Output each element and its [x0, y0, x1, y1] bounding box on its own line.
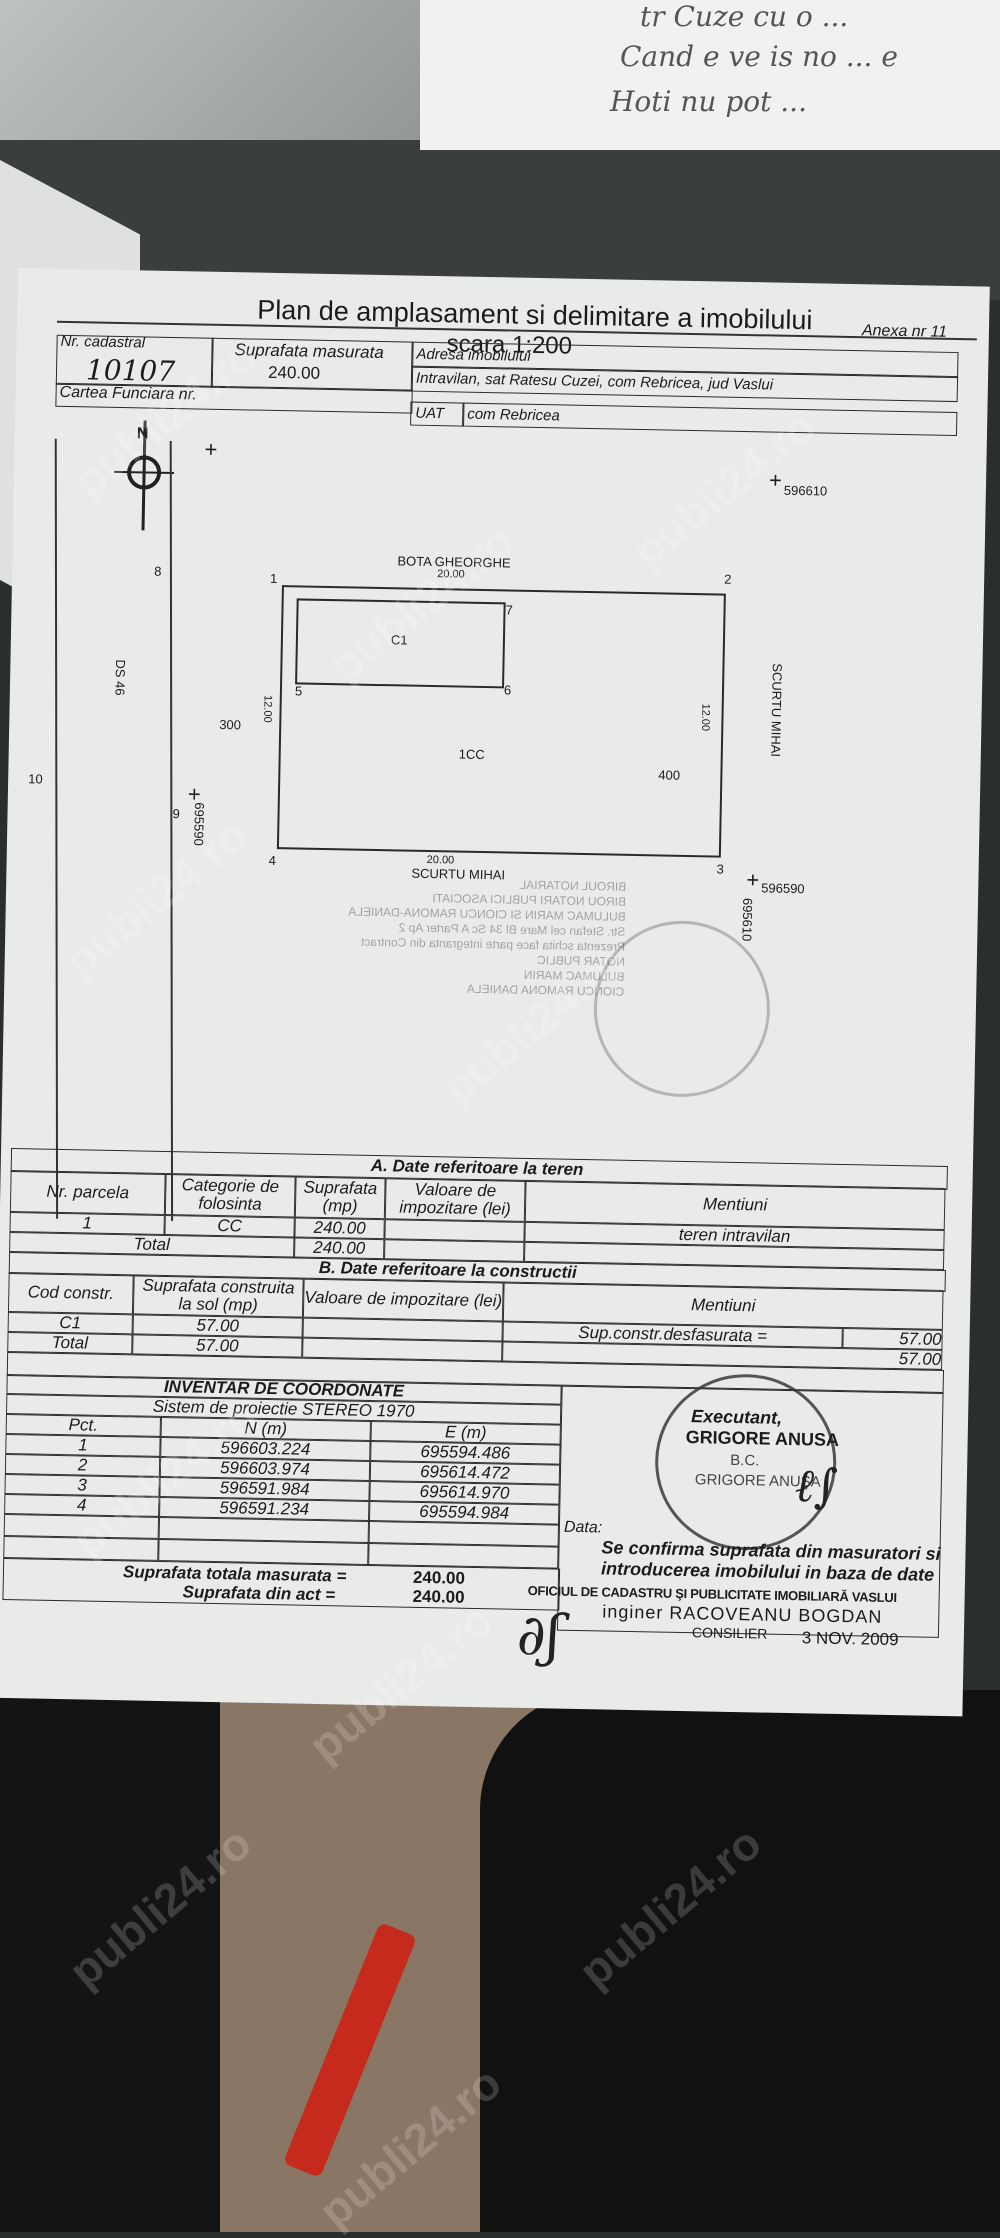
building-label: C1: [390, 632, 408, 648]
cell-category: CC: [164, 1214, 295, 1238]
note-line-3: Hoti nu pot ...: [610, 85, 807, 118]
cadastral-label: Nr. cadastral: [60, 332, 146, 352]
col-header-code: Cod constr.: [7, 1272, 134, 1315]
neighbor-east: SCURTU MIHAI: [768, 663, 785, 758]
area-value: 240.00: [267, 362, 321, 383]
confirmation-date: 3 NOV. 2009: [801, 1628, 899, 1650]
address-label: Adresa imobilului: [416, 345, 531, 365]
col-header-tax-value: Valoare de impozitare (lei): [302, 1277, 504, 1322]
dim-left: 12.00: [261, 694, 274, 723]
notary-stamp: BIROUL NOTARIAL BIROU NOTARI PUBLICI ASO…: [284, 873, 626, 1029]
point-label-6: 6: [503, 682, 512, 698]
area-label: Suprafata masurata: [234, 340, 384, 363]
act-area-label: Suprafata din act =: [182, 1582, 336, 1605]
svg-text:N: N: [137, 425, 149, 442]
point-label-9: 9: [172, 806, 180, 822]
elevation-left: 300: [219, 716, 242, 733]
note-line-2: Cand e ve is no ... e: [620, 40, 898, 73]
grid-label-n-bottom: 596590: [761, 880, 805, 897]
cadastral-document: Plan de amplasament si delimitare a imob…: [0, 268, 990, 1772]
uat-label: UAT: [415, 404, 445, 423]
total-measured-value: 240.00: [412, 1567, 466, 1588]
engineer-signature: ∂ʃ: [516, 1602, 562, 1669]
grid-label-e-left: 695590: [191, 802, 207, 846]
col-header-parcel: Nr. parcela: [9, 1170, 166, 1215]
point-label-4: 4: [268, 852, 277, 869]
dim-right: 12.00: [699, 703, 712, 732]
point-label-10: 10: [28, 771, 43, 787]
cell-code: C1: [7, 1311, 133, 1335]
executant-label: Executant,: [690, 1406, 783, 1428]
cell-value: [384, 1219, 525, 1242]
dim-top: 20.00: [437, 568, 465, 581]
note-line-1: tr Cuze cu o ...: [640, 0, 849, 33]
grid-cross-icon: +: [746, 867, 760, 893]
col-header-value: Valoare de impozitare (lei): [384, 1177, 526, 1222]
total-area: 240.00: [294, 1237, 385, 1260]
executant-name: GRIGORE ANUSA: [685, 1427, 840, 1450]
executant-signature: ℓ∫: [794, 1458, 839, 1513]
point-label-3: 3: [716, 861, 724, 877]
shadow-right: [480, 1690, 1000, 2232]
cell-area: 240.00: [294, 1217, 385, 1240]
engineer-role: CONSILIER: [691, 1624, 768, 1642]
road-label: DS 46: [112, 659, 129, 696]
col-header-built-area: Suprafata construita la sol (mp): [132, 1274, 304, 1318]
col-header-category: Categorie de folosinta: [164, 1173, 296, 1218]
round-stamp-faint: [592, 919, 772, 1099]
date-label: Data:: [563, 1518, 603, 1537]
dim-bottom: 20.00: [426, 853, 455, 867]
col-header-area: Suprafata (mp): [294, 1175, 386, 1220]
point-label-5: 5: [294, 683, 303, 699]
grid-label-e-right: 695610: [739, 897, 756, 942]
watermark: publi24.ro: [53, 808, 258, 988]
total-label-b: Total: [7, 1331, 133, 1355]
shadow-left: [0, 1690, 220, 2232]
point-label-1: 1: [269, 570, 278, 587]
grid-cross-icon: +: [204, 436, 218, 462]
section-a-title: A. Date referitoare la teren: [370, 1155, 584, 1180]
act-area-value: 240.00: [412, 1586, 465, 1607]
grid-label-n-top: 596610: [783, 482, 828, 499]
elevation-right: 400: [658, 767, 681, 783]
cell-notes-value: 57.00: [842, 1328, 943, 1350]
land-book-label: Cartea Funciara nr.: [59, 383, 198, 404]
handwritten-note-paper: tr Cuze cu o ... Cand e ve is no ... e H…: [420, 0, 1000, 150]
stamp-center-bc: B.C.: [730, 1451, 760, 1470]
grid-cross-icon: +: [768, 467, 783, 493]
parcel-label: 1CC: [458, 746, 485, 763]
uat-value: com Rebricea: [467, 405, 560, 425]
point-label-7: 7: [505, 602, 513, 618]
north-arrow-icon: N: [113, 420, 175, 531]
point-label-8: 8: [154, 563, 162, 579]
point-label-2: 2: [724, 571, 732, 587]
